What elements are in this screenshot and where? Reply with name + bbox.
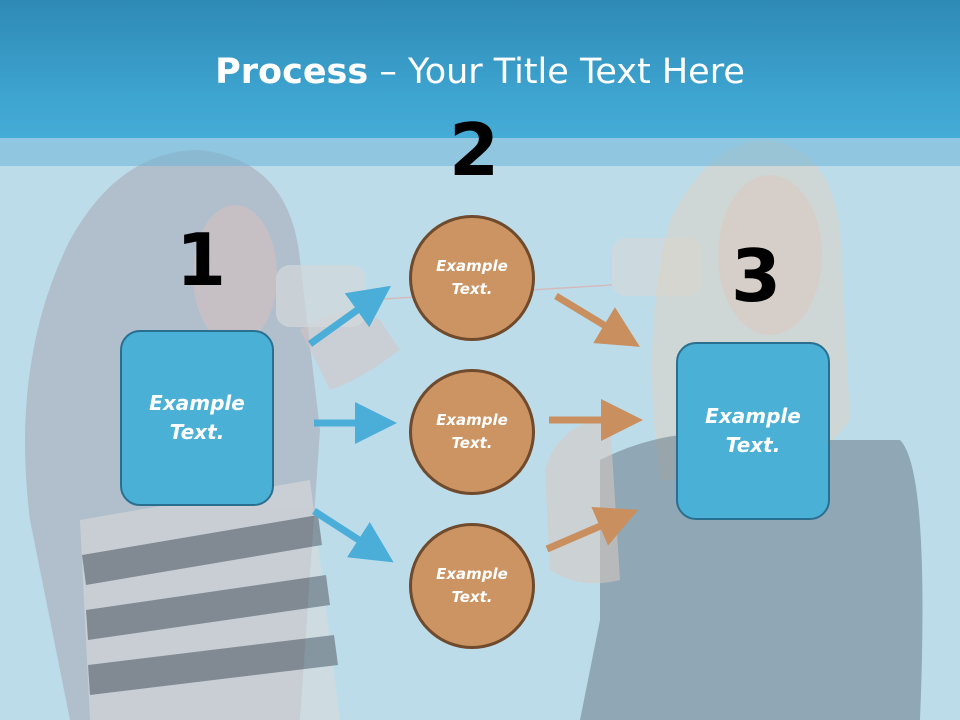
right-person-face <box>718 175 822 335</box>
left-text-box: Example Text. <box>120 330 274 506</box>
circle-2-text: Example Text. <box>436 411 508 452</box>
right-text-box: Example Text. <box>676 342 830 520</box>
circle-1-text: Example Text. <box>436 257 508 298</box>
step-number-3: 3 <box>731 234 782 318</box>
circle-1: Example Text. <box>409 215 535 341</box>
circle-2: Example Text. <box>409 369 535 495</box>
blue-arrow-up <box>307 285 392 347</box>
right-box-text: Example Text. <box>705 404 801 457</box>
blue-arrow-down <box>312 508 394 563</box>
step-number-2: 2 <box>449 108 500 192</box>
header-band <box>0 138 960 166</box>
left-box-text: Example Text. <box>149 391 245 444</box>
left-person-face <box>193 205 277 345</box>
left-tin-can <box>276 265 366 327</box>
circle-3: Example Text. <box>409 523 535 649</box>
title-rest: – Your Title Text Here <box>368 52 745 92</box>
step-number-1: 1 <box>176 218 227 302</box>
right-person-top <box>580 433 923 720</box>
striped-top <box>80 480 340 720</box>
circle-3-text: Example Text. <box>436 565 508 606</box>
header-bar <box>0 0 960 138</box>
orange-arrow-top <box>554 293 640 347</box>
title-bold: Process <box>215 52 369 92</box>
slide-title: Process – Your Title Text Here <box>0 52 960 92</box>
orange-arrow-bottom <box>545 507 639 553</box>
